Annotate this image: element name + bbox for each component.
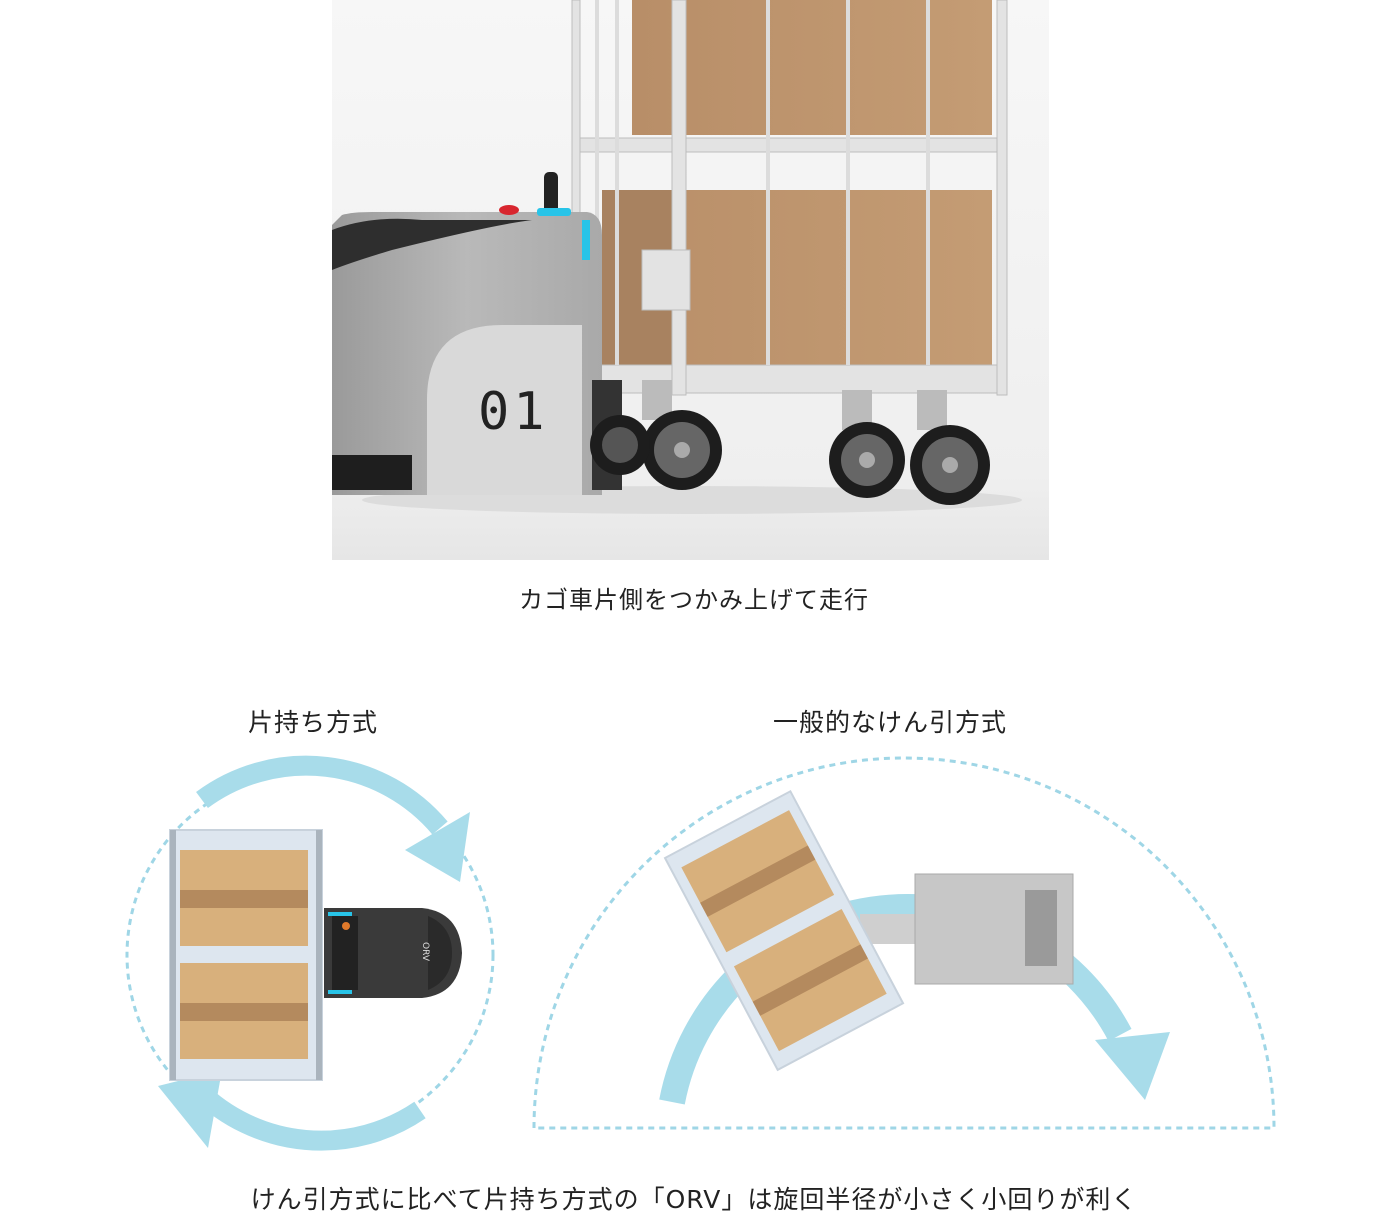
cantilever-diagram: ORV bbox=[110, 750, 510, 1170]
unit-number-label: 01 bbox=[478, 382, 549, 442]
caster-wheel-2 bbox=[829, 390, 905, 498]
caster-wheel-3 bbox=[910, 390, 990, 505]
turning-radius-semicircle bbox=[532, 756, 1276, 1130]
photo-caption: カゴ車片側をつかみ上げて走行 bbox=[519, 586, 869, 614]
towing-title: 一般的なけん引方式 bbox=[772, 708, 1007, 737]
cart-top-view bbox=[169, 829, 323, 1081]
orv-brand-label: ORV bbox=[420, 942, 430, 962]
tilted-cart-top-view bbox=[663, 789, 905, 1072]
product-photo: 01 bbox=[332, 0, 1049, 560]
tug-vehicle bbox=[914, 873, 1074, 985]
robot-wheel bbox=[590, 415, 650, 475]
rotation-arrow-bottom bbox=[158, 1070, 426, 1151]
caster-wheel-1 bbox=[642, 380, 722, 490]
comparison-caption: けん引方式に比べて片持ち方式の「ORV」は旋回半径が小さく小回りが利く bbox=[250, 1185, 1138, 1214]
robot-cart-illustration bbox=[332, 0, 1049, 560]
rotation-arrow-top bbox=[196, 755, 470, 882]
cantilever-title: 片持ち方式 bbox=[247, 708, 378, 737]
orv-robot-top-view bbox=[324, 908, 462, 998]
towing-diagram bbox=[520, 750, 1290, 1140]
